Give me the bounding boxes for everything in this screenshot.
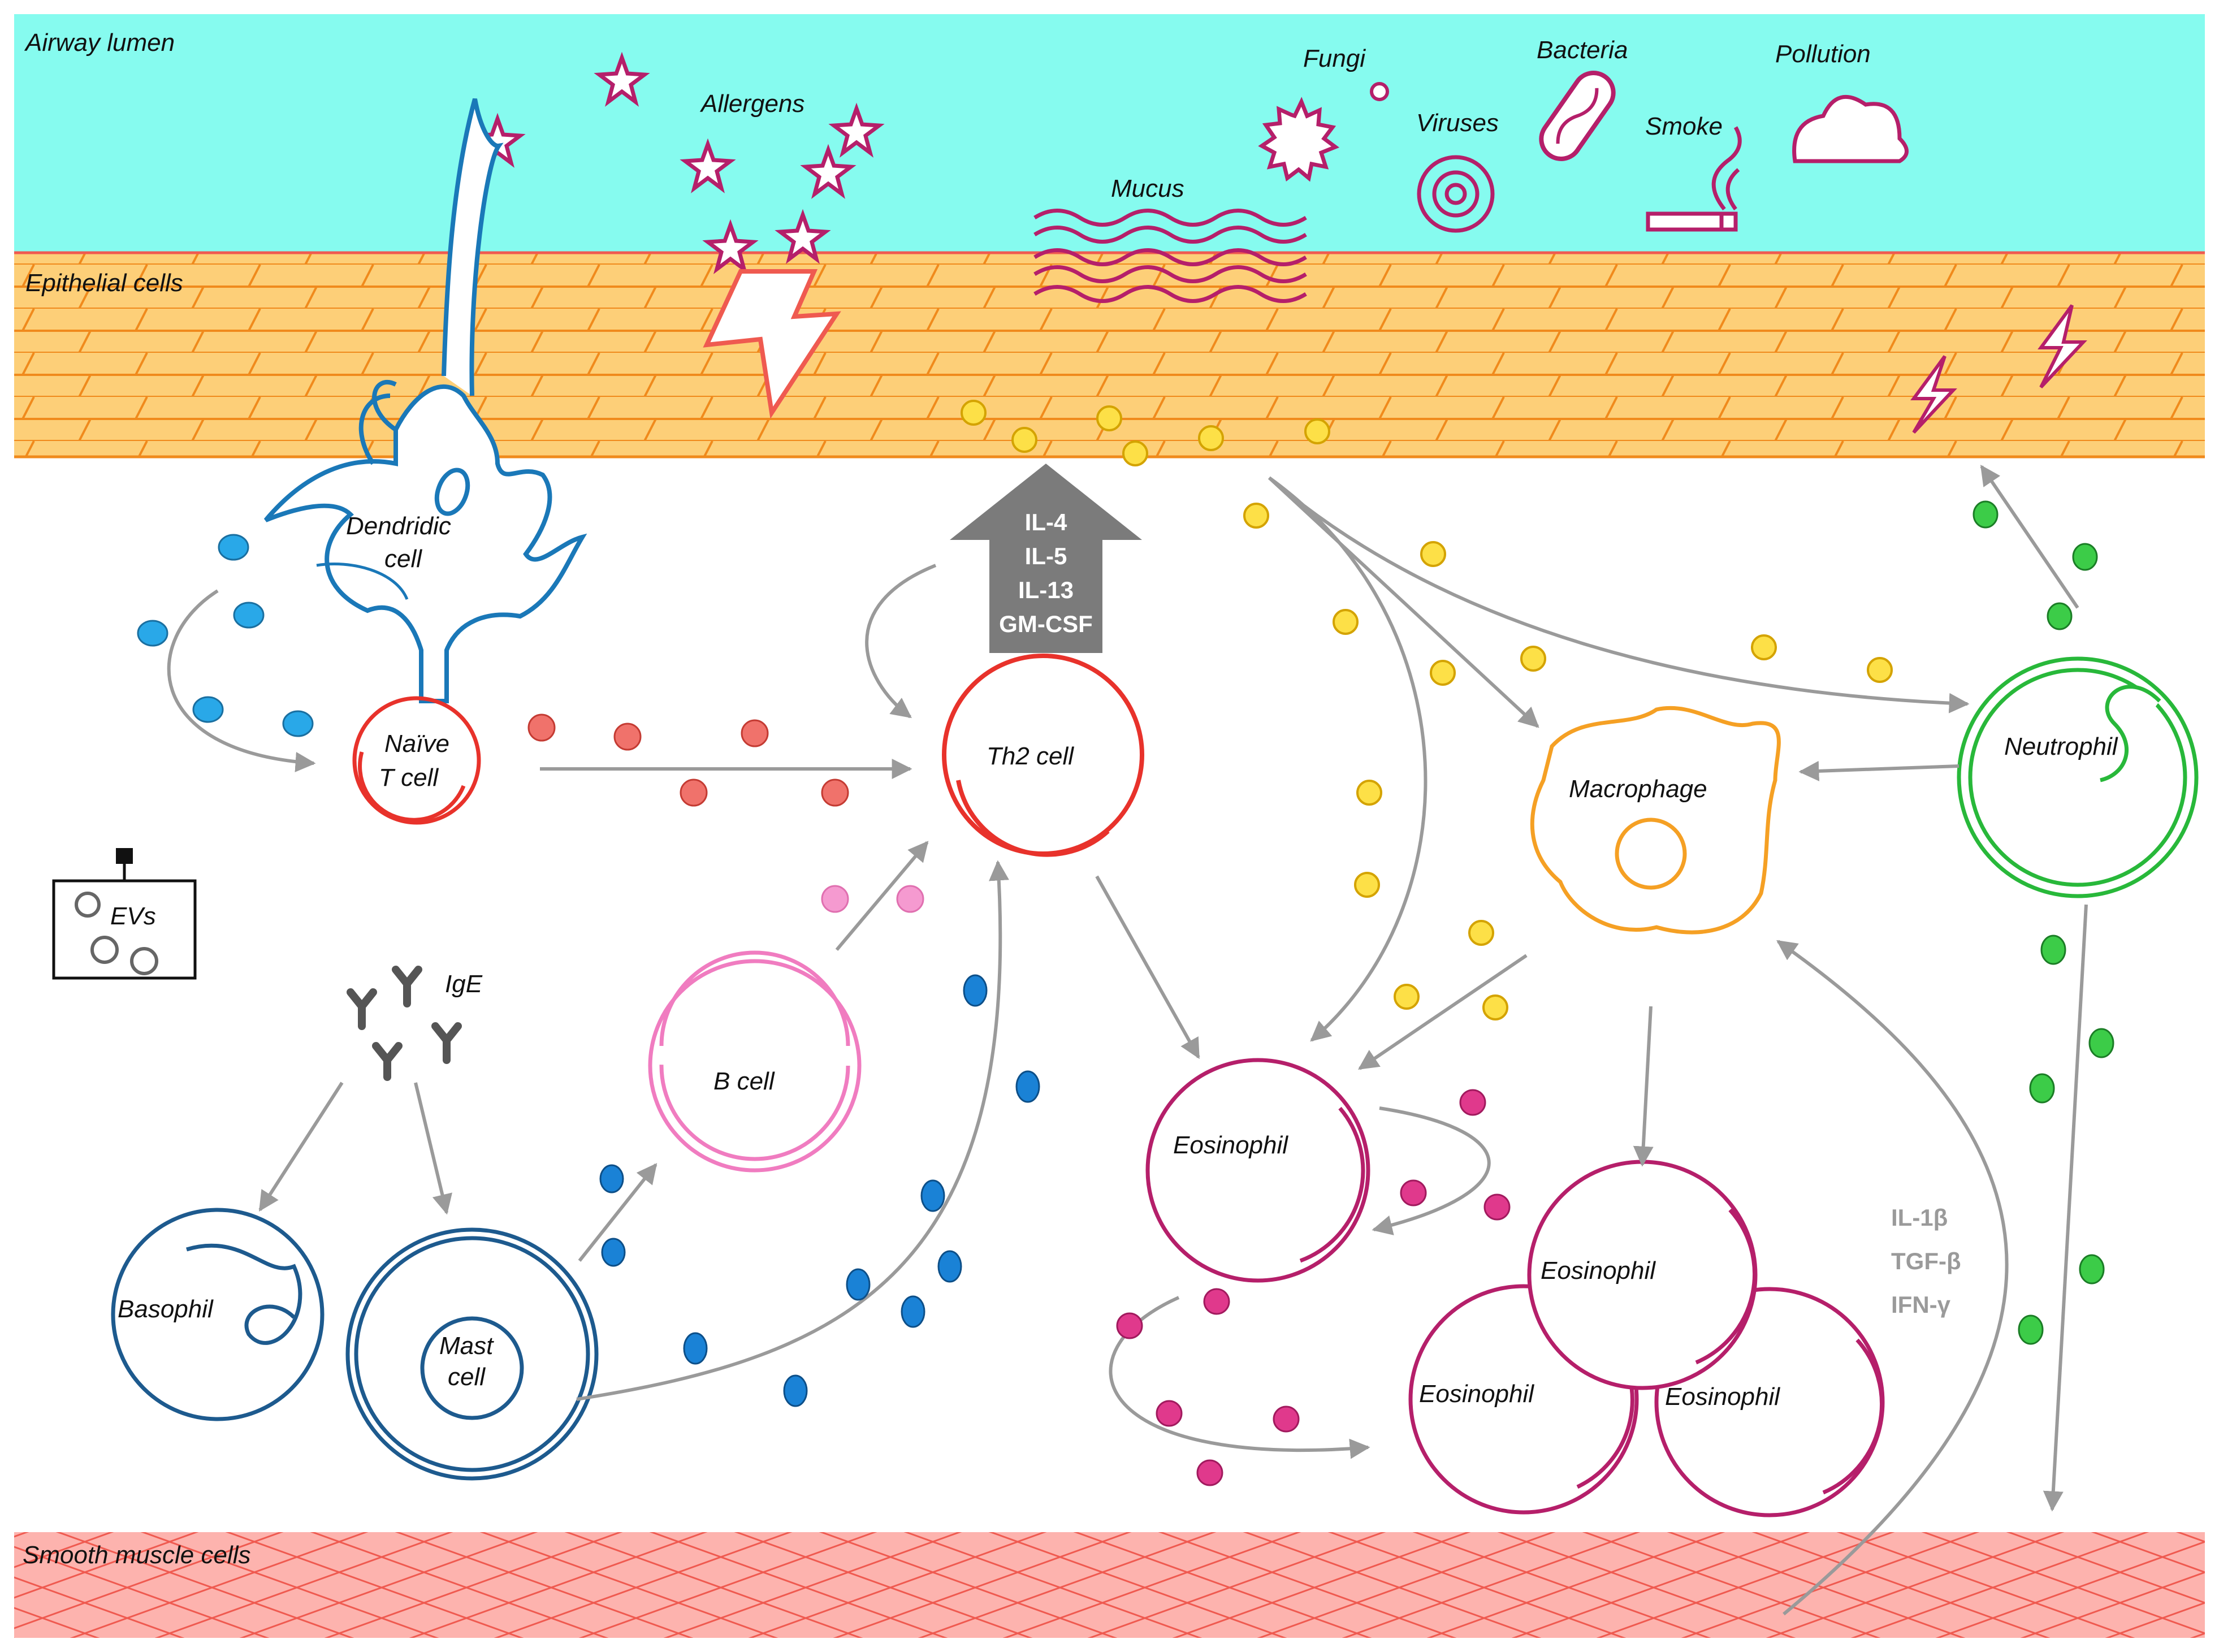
basophil-label: Basophil — [118, 1295, 214, 1323]
smooth-muscle-label: Smooth muscle cells — [23, 1541, 250, 1569]
epithelial-cells-label: Epithelial cells — [25, 269, 183, 297]
b-cell-pink-dots — [821, 885, 924, 913]
viruses-label: Viruses — [1416, 109, 1499, 137]
mucus-waves-icon — [1033, 209, 1307, 303]
eosinophil-cell-4 — [1527, 1160, 1758, 1390]
fungi-label: Fungi — [1303, 45, 1366, 72]
evs-legend-box — [52, 848, 197, 980]
yellow-cytokine-dots — [961, 400, 1893, 1020]
pollution-label: Pollution — [1775, 40, 1871, 68]
mast-cell — [345, 1227, 599, 1481]
eosinophil-label-3: Eosinophil — [1665, 1383, 1780, 1411]
allergen-stars — [469, 51, 885, 274]
eosinophil-label-4: Eosinophil — [1541, 1257, 1656, 1285]
pollution-cloud-icon — [1792, 94, 1909, 163]
naive-t-red-dots — [527, 713, 849, 807]
b-cell-label: B cell — [713, 1067, 775, 1095]
dendritic-cell-label-line1: Dendridic — [346, 512, 451, 540]
mucus-label: Mucus — [1111, 175, 1184, 202]
dendritic-blue-dots — [137, 534, 314, 737]
virus-icon — [1417, 155, 1495, 233]
smoke-label: Smoke — [1645, 113, 1723, 140]
mast-cell-label-line1: Mast — [439, 1332, 494, 1360]
naive-t-cell-label-line2: T cell — [379, 764, 439, 792]
ifng-label: IFN-γ — [1891, 1291, 1951, 1318]
small-bolt-icon-2 — [2038, 304, 2087, 389]
naive-t-cell — [352, 696, 481, 825]
mast-cell-label-line2: cell — [448, 1363, 486, 1391]
th2-cytokine-arrow — [950, 464, 1142, 653]
b-cell — [648, 950, 862, 1173]
small-bolt-icon-1 — [1910, 355, 1957, 434]
il13-label: IL-13 — [1018, 577, 1074, 603]
eosinophil-label-2: Eosinophil — [1419, 1380, 1534, 1408]
gmcsf-label: GM-CSF — [999, 611, 1093, 637]
il4-label: IL-4 — [1025, 509, 1067, 535]
epithelial-damage-bolt-icon — [703, 269, 841, 419]
ige-antibody-icons — [347, 966, 462, 1081]
th2-cell-label: Th2 cell — [987, 742, 1074, 770]
flow-arrows — [167, 465, 2088, 1616]
ige-label: IgE — [445, 970, 483, 998]
il1b-label: IL-1β — [1891, 1204, 1948, 1231]
macrophage — [1530, 706, 1781, 935]
mast-blue-dots — [599, 974, 1040, 1407]
neutrophil-label: Neutrophil — [2004, 733, 2118, 760]
bacteria-label: Bacteria — [1537, 36, 1628, 64]
fungi-spore-icon — [1370, 82, 1389, 101]
allergens-label: Allergens — [699, 90, 804, 118]
airway-lumen-label: Airway lumen — [24, 29, 175, 57]
th2-cell — [942, 654, 1144, 857]
neutrophil — [1957, 656, 2199, 898]
il5-label: IL-5 — [1025, 543, 1067, 569]
eosinophil-cell-1 — [1145, 1058, 1370, 1283]
evs-label: EVs — [110, 902, 156, 930]
neutrophil-green-dots — [1973, 500, 2114, 1345]
smoke-cigarette-icon — [1646, 126, 1742, 232]
bacteria-icon — [1539, 71, 1616, 161]
naive-t-cell-label-line1: Naïve — [384, 730, 449, 758]
dendritic-cell — [263, 98, 587, 703]
tgfb-label: TGF-β — [1891, 1248, 1961, 1274]
fungi-icon — [1258, 97, 1340, 182]
dendritic-cell-label-line2: cell — [384, 545, 422, 573]
smooth-muscle-layer — [14, 1532, 2205, 1638]
macrophage-label: Macrophage — [1569, 775, 1707, 803]
basophil — [111, 1208, 325, 1421]
eosinophil-magenta-dots — [1116, 1089, 1511, 1486]
eosinophil-label-1: Eosinophil — [1173, 1131, 1288, 1159]
